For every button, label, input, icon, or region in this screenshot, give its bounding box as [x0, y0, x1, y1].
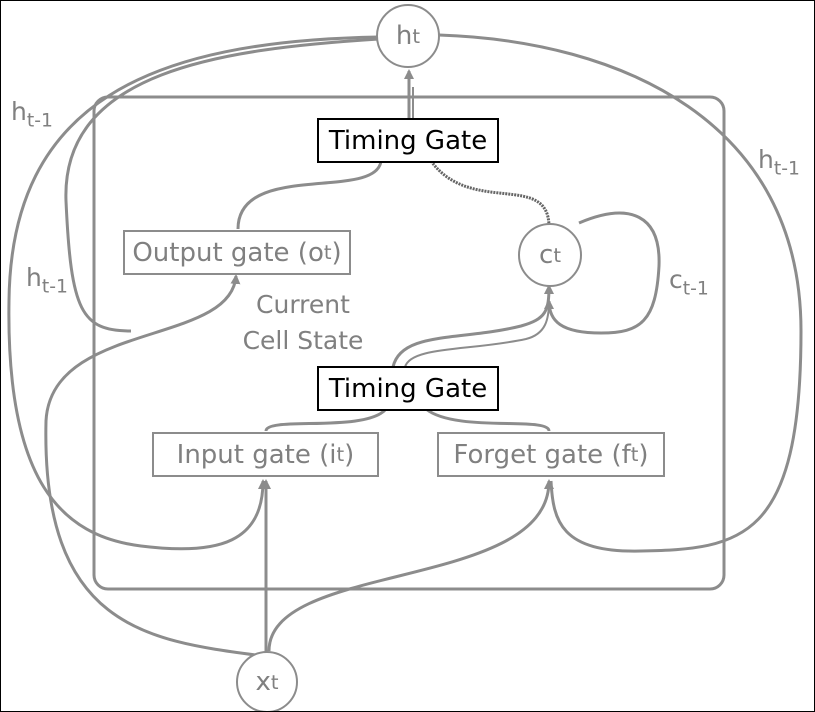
- input-gate-close: ): [344, 439, 355, 470]
- label-c-prev: ct-1: [669, 267, 709, 299]
- edge-timing-to-ct: [429, 160, 551, 228]
- label-h-prev-mid-left-base: h: [26, 263, 42, 292]
- node-x-t-sub: t: [270, 670, 279, 694]
- node-x-t-label: x: [255, 667, 271, 697]
- edge-ht-to-input: [7, 35, 380, 551]
- output-gate-text: Output gate (o: [132, 237, 324, 268]
- label-h-prev-right-base: h: [758, 145, 774, 174]
- label-c-prev-sub: t-1: [682, 278, 709, 300]
- forget-gate-close: ): [638, 439, 649, 470]
- current-cell-state-line1: Current: [256, 290, 350, 319]
- forget-gate-text: Forget gate (f: [453, 439, 631, 470]
- forget-gate-sub: t: [630, 443, 639, 466]
- label-h-prev-top-left: ht-1: [11, 99, 53, 131]
- cell-border: [92, 95, 726, 591]
- node-c-t-label: c: [539, 240, 554, 270]
- timing-gate-bottom: Timing Gate: [317, 366, 499, 411]
- edge-timing-bottom-to-ct-a: [391, 284, 554, 368]
- node-c-t-sub: t: [553, 243, 561, 267]
- label-h-prev-right-sub: t-1: [773, 158, 800, 180]
- edge-timing-bottom-to-ct-b: [404, 300, 550, 368]
- edge-ht-to-output-inner: [64, 37, 380, 333]
- current-cell-state-label: Current Cell State: [233, 287, 373, 359]
- edge-xt-to-forget: [267, 479, 554, 652]
- edge-output-to-timing: [236, 160, 383, 230]
- label-h-prev-right: ht-1: [758, 147, 800, 179]
- output-gate-sub: t: [323, 241, 332, 264]
- edge-ht-to-forget: [438, 33, 803, 553]
- label-h-prev-top-left-sub: t-1: [26, 110, 53, 132]
- input-gate-text: Input gate (i: [176, 439, 337, 470]
- edge-ct-self-loop: [544, 211, 661, 335]
- edge-input-to-timing: [264, 407, 388, 432]
- edge-xt-to-output: [44, 274, 264, 658]
- label-c-prev-base: c: [669, 265, 683, 294]
- input-gate-sub: t: [336, 443, 345, 466]
- timing-gate-top: Timing Gate: [317, 118, 499, 163]
- current-cell-state-line2: Cell State: [242, 326, 364, 355]
- label-h-prev-mid-left-sub: t-1: [41, 276, 68, 298]
- label-h-prev-top-left-base: h: [11, 97, 27, 126]
- label-h-prev-mid-left: ht-1: [26, 265, 68, 297]
- output-gate-close: ): [331, 237, 342, 268]
- node-h-t-label: h: [395, 21, 413, 51]
- edge-forget-to-timing: [425, 407, 551, 432]
- node-h-t-sub: t: [412, 24, 421, 48]
